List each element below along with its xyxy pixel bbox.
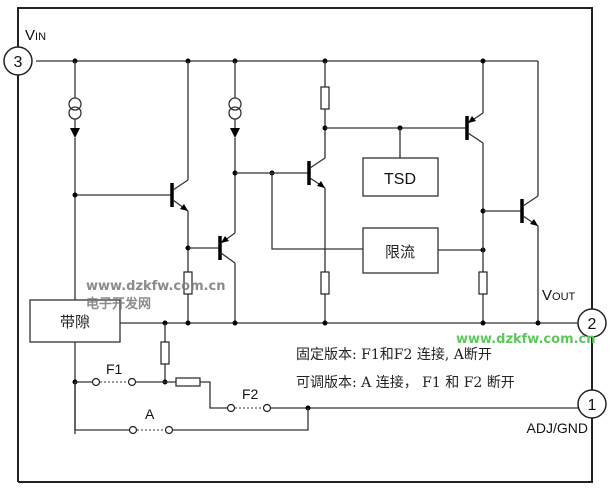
bandgap-label: 带隙 [60,313,90,331]
svg-text:2: 2 [588,316,597,333]
a-label: A [145,406,155,422]
svg-text:1: 1 [588,397,597,414]
adj-gnd-label: ADJ/GND [527,420,588,436]
resistor-r2 [320,86,330,110]
pin-3-vin: 3 [3,46,33,76]
watermark-cn-left: 电子开发网 [86,296,151,312]
resistor-divider-bottom [175,377,201,387]
resistor-r4 [478,271,488,295]
transistor-q5 [520,61,539,323]
f1-label: F1 [106,361,123,377]
fuse-switch-a [74,382,309,435]
bandgap-block [29,299,121,343]
watermark-url-right: www.dzkfw.com.cn [456,332,596,347]
watermark-url-left: www.dzkfw.com.cn [86,279,226,294]
ic-frame-bottom [18,418,593,483]
ic-frame-top [17,7,593,320]
note-adjustable-version: 可调版本: A 连接， F1 和 F2 断开 [296,374,515,391]
resistor-divider-top [160,341,170,365]
current-source-2 [228,61,242,233]
fuse-switch-f2 [226,403,578,413]
current-limit-label: 限流 [385,243,415,261]
current-limit-block [362,227,439,274]
note-fixed-version: 固定版本: F1和F2 连接, A断开 [296,346,492,363]
resistor-r3 [320,271,330,295]
tsd-block [362,157,439,197]
vin-label: VIN [25,27,46,44]
transistor-q2 [218,232,236,323]
pin-2-vout: 2 [577,308,607,338]
tsd-label: TSD [384,171,416,188]
pin-1-adj: 1 [577,389,607,419]
junction-dots-vout [162,320,541,326]
fuse-switch-f1 [75,377,176,387]
resistor-r1 [183,271,193,295]
vout-label: VOUT [542,287,576,304]
svg-text:3: 3 [14,54,23,71]
current-source-1 [68,61,82,434]
transistor-q3 [307,157,326,323]
transistor-q1 [170,61,189,323]
f2-label: F2 [242,386,259,402]
